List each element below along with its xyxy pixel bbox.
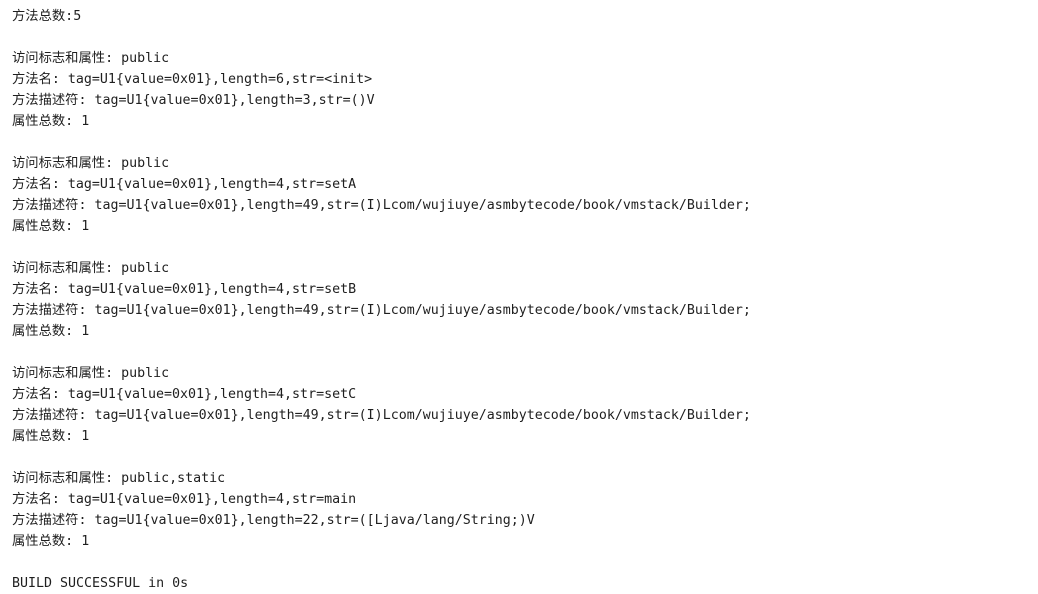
attribute-count-line: 属性总数: 1 (12, 534, 90, 549)
console-output: 方法总数:5 访问标志和属性: public 方法名: tag=U1{value… (12, 6, 1038, 594)
method-block: 访问标志和属性: public 方法名: tag=U1{value=0x01},… (12, 258, 1038, 342)
method-block: 访问标志和属性: public 方法名: tag=U1{value=0x01},… (12, 363, 1038, 447)
blank-line (12, 342, 1038, 363)
method-descriptor-line: 方法描述符: tag=U1{value=0x01},length=49,str=… (12, 408, 751, 423)
method-descriptor-line: 方法描述符: tag=U1{value=0x01},length=22,str=… (12, 513, 535, 528)
method-block: 访问标志和属性: public 方法名: tag=U1{value=0x01},… (12, 153, 1038, 237)
attribute-count-line: 属性总数: 1 (12, 429, 90, 444)
build-status-line: BUILD SUCCESSFUL in 0s (12, 576, 189, 591)
attribute-count-line: 属性总数: 1 (12, 114, 90, 129)
blank-line (12, 132, 1038, 153)
blank-line (12, 447, 1038, 468)
method-name-line: 方法名: tag=U1{value=0x01},length=4,str=mai… (12, 492, 357, 507)
access-flags-line: 访问标志和属性: public (12, 51, 170, 66)
access-flags-line: 访问标志和属性: public (12, 366, 170, 381)
access-flags-line: 访问标志和属性: public,static (12, 471, 226, 486)
attribute-count-line: 属性总数: 1 (12, 324, 90, 339)
method-count-line: 方法总数:5 (12, 9, 82, 24)
method-descriptor-line: 方法描述符: tag=U1{value=0x01},length=49,str=… (12, 198, 751, 213)
method-descriptor-line: 方法描述符: tag=U1{value=0x01},length=49,str=… (12, 303, 751, 318)
blank-line (12, 237, 1038, 258)
access-flags-line: 访问标志和属性: public (12, 261, 170, 276)
blank-line (12, 27, 1038, 48)
blank-line (12, 552, 1038, 573)
attribute-count-line: 属性总数: 1 (12, 219, 90, 234)
method-name-line: 方法名: tag=U1{value=0x01},length=6,str=<in… (12, 72, 373, 87)
method-name-line: 方法名: tag=U1{value=0x01},length=4,str=set… (12, 387, 357, 402)
method-block: 访问标志和属性: public,static 方法名: tag=U1{value… (12, 468, 1038, 552)
method-block: 访问标志和属性: public 方法名: tag=U1{value=0x01},… (12, 48, 1038, 132)
access-flags-line: 访问标志和属性: public (12, 156, 170, 171)
method-name-line: 方法名: tag=U1{value=0x01},length=4,str=set… (12, 177, 357, 192)
method-name-line: 方法名: tag=U1{value=0x01},length=4,str=set… (12, 282, 357, 297)
method-descriptor-line: 方法描述符: tag=U1{value=0x01},length=3,str=(… (12, 93, 375, 108)
